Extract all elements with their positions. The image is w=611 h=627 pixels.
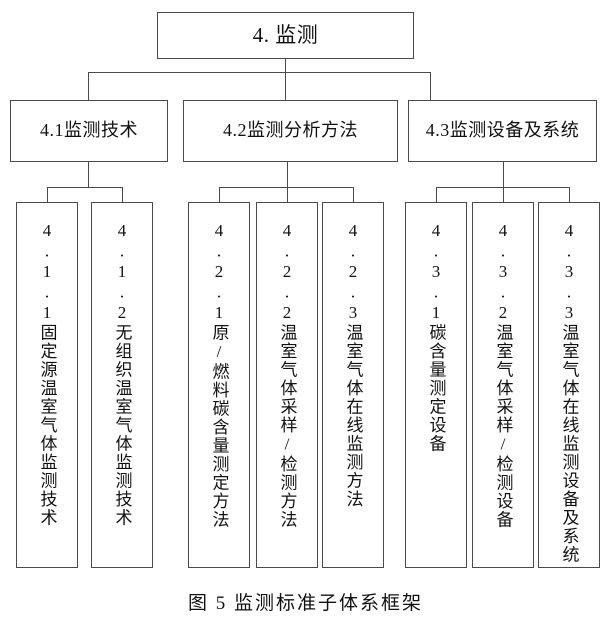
node-4-3: 4.3监测设备及系统 [408,100,597,162]
node-4-1-2: 4.1.2无组织温室气体监测技术 [91,202,153,568]
node-4-3-1-label: 4.3.1碳含量测定设备 [426,221,446,453]
node-4-2-3-label: 4.2.3温室气体在线监测方法 [343,221,363,509]
connector-4-2-bus [219,187,354,188]
node-4-3-3: 4.3.3温室气体在线监测设备及系统 [538,202,600,568]
node-4-3-1: 4.3.1碳含量测定设备 [405,202,467,568]
node-4-3-3-label: 4.3.3温室气体在线监测设备及系统 [559,221,579,564]
figure-caption: 图 5 监测标准子体系框架 [187,593,423,614]
node-root: 4. 监测 [157,12,414,59]
node-root-label: 4. 监测 [252,23,319,48]
connector-to-node-4-2-2 [287,187,288,202]
connector-to-node-4-3-1 [436,187,437,202]
connector-4-1-stem [88,162,89,187]
connector-4-3-bus [436,187,569,188]
connector-4-2-stem [287,162,288,187]
node-4-1-label: 4.1监测技术 [40,120,138,141]
connector-to-node-4-2-1 [219,187,220,202]
node-4-1-1-label: 4.1.1固定源温室气体监测技术 [37,221,57,527]
node-4-2: 4.2监测分析方法 [183,100,398,162]
node-4-3-2: 4.3.2温室气体采样/检测设备 [472,202,534,568]
connector-to-node-4-3-3 [569,187,570,202]
node-4-3-2-label: 4.3.2温室气体采样/检测设备 [493,221,513,529]
connector-to-node-4-2-3 [353,187,354,202]
connector-level2-bus [88,72,430,73]
node-4-2-3: 4.2.3温室气体在线监测方法 [322,202,384,568]
connector-to-node-4-2 [285,72,286,100]
connector-to-node-4-1 [88,72,89,100]
connector-4-1-bus [47,187,123,188]
node-4-2-2-label: 4.2.2温室气体采样/检测方法 [277,221,297,529]
connector-to-node-4-1-2 [122,187,123,202]
node-4-2-1-label: 4.2.1原/燃料碳含量测定方法 [209,221,229,529]
connector-to-node-4-1-1 [47,187,48,202]
node-4-3-label: 4.3监测设备及系统 [425,120,580,141]
node-4-2-2: 4.2.2温室气体采样/检测方法 [256,202,318,568]
node-4-2-label: 4.2监测分析方法 [223,120,358,141]
connector-4-3-stem [503,162,504,187]
node-4-1-2-label: 4.1.2无组织温室气体监测技术 [112,221,132,527]
connector-to-node-4-3-2 [503,187,504,202]
connector-to-node-4-3 [430,72,431,100]
node-4-1-1: 4.1.1固定源温室气体监测技术 [16,202,78,568]
node-4-2-1: 4.2.1原/燃料碳含量测定方法 [188,202,250,568]
node-4-1: 4.1监测技术 [10,100,168,162]
connector-root-stem [285,59,286,73]
